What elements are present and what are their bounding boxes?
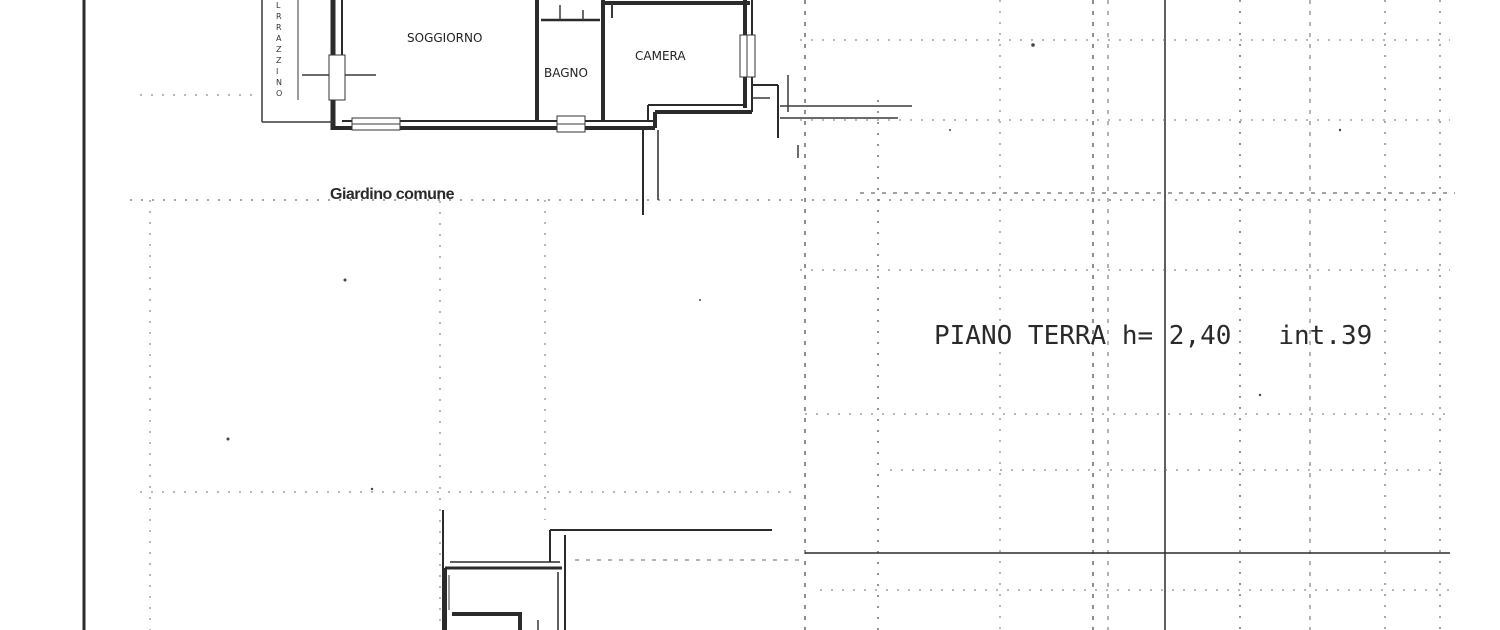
vertical-letter: Z bbox=[276, 45, 282, 54]
vertical-letter: N bbox=[276, 78, 282, 87]
garden-label: Giardino comune bbox=[330, 186, 455, 203]
room-label-soggiorno: SOGGIORNO bbox=[407, 31, 482, 45]
vertical-letter: I bbox=[276, 67, 278, 76]
vertical-letter: Z bbox=[276, 56, 282, 65]
upper-apartment-walls bbox=[261, 0, 912, 215]
room-label-camera: CAMERA bbox=[635, 49, 686, 63]
lower-apartment-walls bbox=[442, 510, 772, 630]
terrazzino-vertical-label: L R R A Z Z I N O bbox=[276, 1, 282, 98]
vertical-letter: A bbox=[276, 34, 282, 43]
noise-dots bbox=[226, 43, 1342, 491]
background-grid bbox=[130, 0, 1455, 630]
plan-title: PIANO TERRA h= 2,40 int.39 bbox=[934, 321, 1372, 351]
vertical-letter: L bbox=[276, 1, 281, 10]
vertical-letter: O bbox=[276, 89, 282, 98]
vertical-letter: R bbox=[276, 23, 282, 32]
room-label-bagno: BAGNO bbox=[544, 66, 588, 80]
vertical-letter: R bbox=[276, 12, 282, 21]
